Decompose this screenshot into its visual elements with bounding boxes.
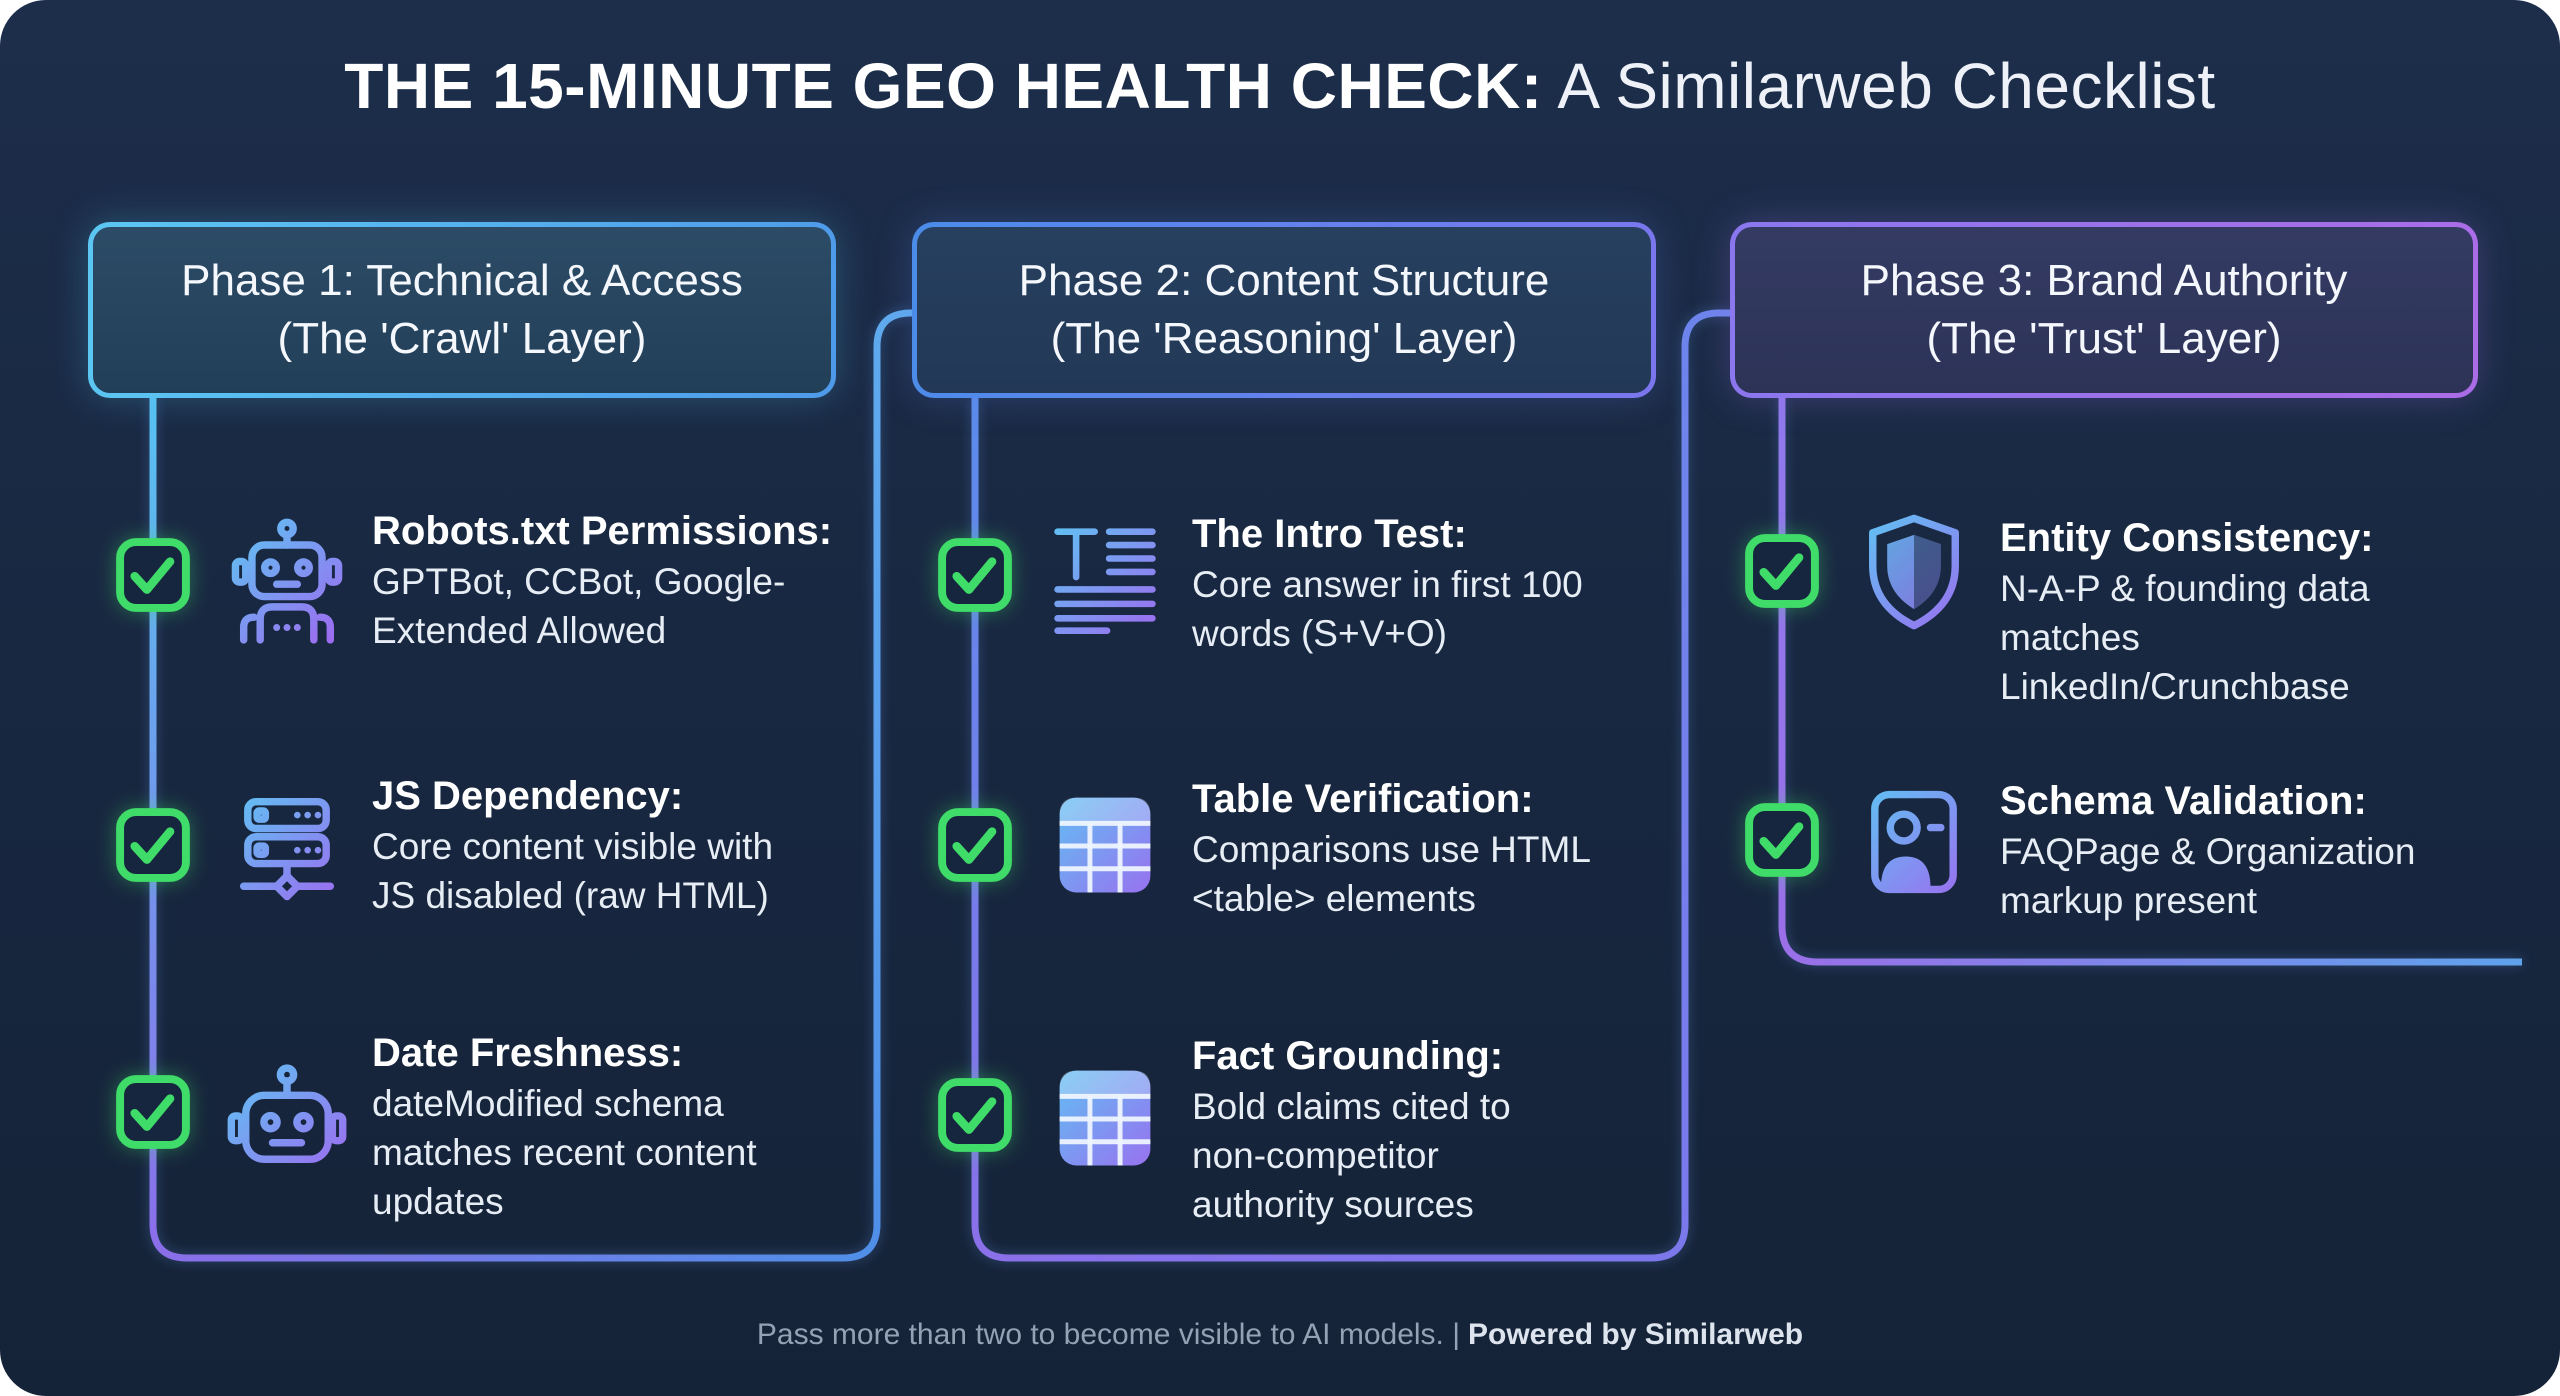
checklist-item: The Intro Test: Core answer in first 100… (1192, 508, 1692, 658)
checklist-item: Schema Validation: FAQPage & Organizatio… (2000, 775, 2500, 925)
item-title: Date Freshness: (372, 1031, 684, 1076)
checklist-item: Robots.txt Permissions: GPTBot, CCBot, G… (372, 505, 872, 655)
footer-brand: Powered by Similarweb (1468, 1318, 1804, 1351)
item-title: Fact Grounding: (1192, 1034, 1504, 1079)
item-title: Table Verification: (1192, 776, 1534, 821)
checklist-item: JS Dependency: Core content visible with… (372, 770, 872, 920)
checklist-item: Fact Grounding: Bold claims cited to non… (1192, 1030, 1692, 1230)
item-desc: FAQPage & Organization markup present (2000, 830, 2416, 921)
intro-text-icon (1039, 509, 1171, 641)
checkbox-checked (936, 806, 1014, 884)
checklist-item: Entity Consistency: N-A-P & founding dat… (2000, 512, 2500, 712)
phase-2-header-label: Phase 2: Content Structure (The 'Reasoni… (917, 227, 1651, 393)
id-card-icon (1848, 776, 1980, 908)
table-icon (1039, 1052, 1171, 1184)
checkbox-checked (114, 536, 192, 614)
item-desc: Core content visible with JS disabled (r… (372, 825, 774, 916)
item-desc: Comparisons use HTML <table> elements (1192, 828, 1591, 919)
checkbox-checked (936, 536, 1014, 614)
phase-1-header-label: Phase 1: Technical & Access (The 'Crawl'… (93, 227, 831, 393)
item-title: Schema Validation: (2000, 778, 2367, 823)
page-title-bold: THE 15-MINUTE GEO HEALTH CHECK: (344, 50, 1543, 122)
item-desc: GPTBot, CCBot, Google- Extended Allowed (372, 560, 786, 651)
checkbox-checked (1743, 801, 1821, 879)
robot-head-icon (221, 1052, 353, 1184)
phase-3-header-label: Phase 3: Brand Authority (The 'Trust' La… (1735, 227, 2473, 393)
robot-icon (221, 512, 353, 644)
page-title: THE 15-MINUTE GEO HEALTH CHECK: A Simila… (0, 50, 2560, 124)
table-icon (1039, 779, 1171, 911)
checklist-item: Date Freshness: dateModified schema matc… (372, 1027, 872, 1227)
checkbox-checked (114, 806, 192, 884)
item-title: Entity Consistency: (2000, 516, 2374, 561)
item-desc: N-A-P & founding data matches LinkedIn/C… (2000, 568, 2370, 708)
shield-icon (1848, 506, 1980, 638)
checkbox-checked (114, 1073, 192, 1151)
server-stack-icon (221, 779, 353, 911)
phase-3-header: Phase 3: Brand Authority (The 'Trust' La… (1730, 222, 2478, 398)
item-title: Robots.txt Permissions: (372, 508, 833, 553)
phase-2-header: Phase 2: Content Structure (The 'Reasoni… (912, 222, 1656, 398)
checkbox-checked (1743, 532, 1821, 610)
item-title: JS Dependency: (372, 773, 684, 818)
page-title-regular: A Similarweb Checklist (1542, 50, 2216, 122)
item-desc: Core answer in first 100 words (S+V+O) (1192, 563, 1583, 654)
item-desc: dateModified schema matches recent conte… (372, 1083, 757, 1223)
phase-1-header: Phase 1: Technical & Access (The 'Crawl'… (88, 222, 836, 398)
item-desc: Bold claims cited to non-competitor auth… (1192, 1086, 1511, 1226)
item-title: The Intro Test: (1192, 511, 1467, 556)
footer-note: Pass more than two to become visible to … (0, 1318, 2560, 1352)
checkbox-checked (936, 1076, 1014, 1154)
footer-text: Pass more than two to become visible to … (756, 1318, 1460, 1351)
checklist-item: Table Verification: Comparisons use HTML… (1192, 773, 1692, 923)
